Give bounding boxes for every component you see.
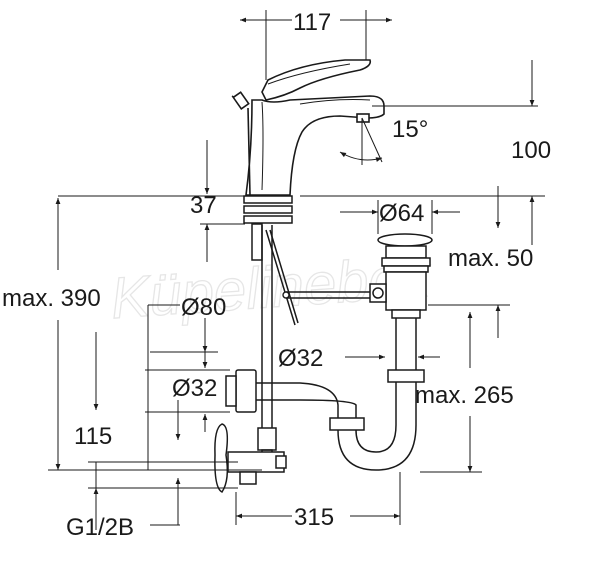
dim-dia-64: Ø64 — [379, 200, 424, 227]
dim-width-315: 315 — [294, 504, 334, 531]
pop-up-rod-linkage — [282, 291, 370, 299]
thread-spec-g12b: G1/2B — [66, 514, 134, 541]
dim-angle-15: 15° — [392, 116, 428, 143]
dimension-lines — [48, 10, 545, 530]
mounting-flange — [243, 195, 293, 261]
dim-width-117: 117 — [293, 9, 331, 36]
dim-max-50: max. 50 — [448, 245, 533, 272]
pop-up-waste — [369, 233, 433, 319]
dim-dia-80: Ø80 — [181, 294, 226, 321]
dim-115: 115 — [74, 423, 112, 450]
dim-max-390: max. 390 — [2, 285, 101, 312]
dim-dia-32-outlet: Ø32 — [172, 375, 217, 402]
dim-height-100: 100 — [511, 137, 551, 164]
wall-valve — [214, 423, 287, 493]
dim-37: 37 — [190, 192, 217, 219]
dim-max-265: max. 265 — [415, 382, 514, 409]
siphon-trap — [225, 318, 425, 471]
dim-dia-32-siphon: Ø32 — [278, 345, 323, 372]
faucet-body — [231, 59, 385, 196]
